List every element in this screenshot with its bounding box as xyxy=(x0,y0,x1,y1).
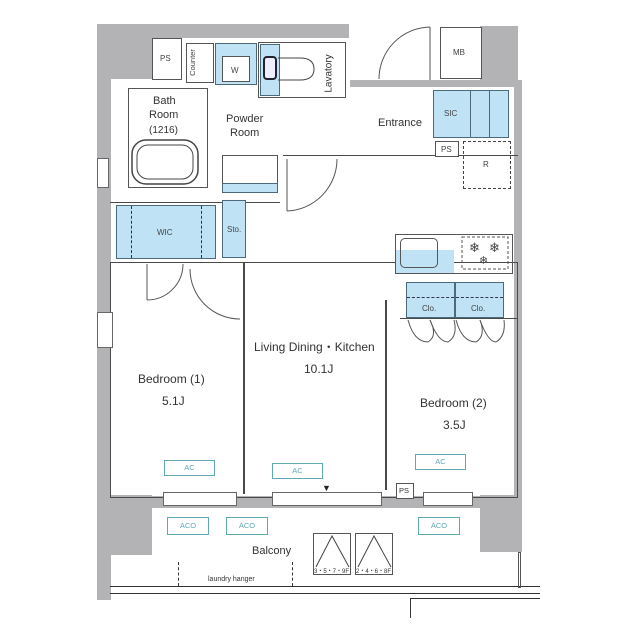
ps-balcony: PS xyxy=(396,483,414,499)
ldk-size: 10.1J xyxy=(304,362,334,376)
toilet-icon xyxy=(263,56,315,81)
vanity-counter xyxy=(222,183,278,193)
storage-label: Sto. xyxy=(227,225,242,234)
closet-bedroom2-2: Clo. xyxy=(455,282,504,318)
mb-label: MB xyxy=(453,48,465,57)
washer: W xyxy=(215,43,257,85)
window-ldk xyxy=(272,492,382,506)
column-top-right xyxy=(480,26,518,81)
laundry-hanger-left xyxy=(178,562,179,586)
front-door-icon xyxy=(378,26,431,80)
closet1-label: Clo. xyxy=(422,304,437,313)
partition-wet-area xyxy=(110,202,280,203)
lavatory-label: Lavatory xyxy=(323,54,335,93)
wic-label: WIC xyxy=(157,228,173,237)
bathtub-icon xyxy=(131,139,199,185)
window-left-lower xyxy=(97,312,113,348)
window-bedroom2 xyxy=(423,492,473,506)
closet2-label: Clo. xyxy=(471,304,486,313)
window-left-upper xyxy=(97,158,109,188)
aco-3: ACO xyxy=(418,517,460,535)
aco-1: ACO xyxy=(167,517,209,535)
bath-label-3: (1216) xyxy=(149,125,178,136)
powder-label-2: Room xyxy=(230,127,260,139)
laundry-hanger-right xyxy=(292,562,293,586)
sink-basin xyxy=(400,238,438,268)
partition-bed1-ldk xyxy=(243,262,245,494)
bedroom2-name: Bedroom (2) xyxy=(420,396,487,410)
hatch2-label: 2・4・6・8F xyxy=(356,569,392,575)
bedroom2-size: 3.5J xyxy=(443,418,466,432)
refrigerator-label: R xyxy=(483,160,489,169)
outer-wall-top xyxy=(97,24,349,38)
ps-entrance: PS xyxy=(435,141,459,157)
bath-label-1: Bath xyxy=(153,95,176,107)
bath-room xyxy=(128,88,208,188)
wic-door-icon xyxy=(146,263,184,301)
partition-bed2-top xyxy=(400,318,518,319)
refrigerator-space: R xyxy=(463,141,511,189)
balcony-edge xyxy=(410,598,540,618)
sic-closet: SIC xyxy=(433,90,509,138)
kitchen-counter xyxy=(395,234,513,274)
ps-balcony-label: PS xyxy=(399,486,410,495)
wall-top-right-strip xyxy=(350,80,520,87)
evacuation-hatch-1: 3・5・7・9F xyxy=(313,533,351,575)
counter: Counter xyxy=(186,43,214,83)
outer-wall-right xyxy=(514,80,522,500)
bedroom1-name: Bedroom (1) xyxy=(138,372,205,386)
svg-text:❄: ❄ xyxy=(469,240,480,255)
aco-2: ACO xyxy=(226,517,268,535)
ldk-name: Living Dining・Kitchen xyxy=(254,340,375,354)
powder-label-1: Powder xyxy=(226,113,264,125)
balcony-divider xyxy=(518,552,521,588)
hatch1-label: 3・5・7・9F xyxy=(314,569,350,575)
window-bedroom1 xyxy=(163,492,237,506)
washer-label: W xyxy=(231,66,239,75)
ps-top: PS xyxy=(152,38,182,80)
ac-ldk: AC xyxy=(272,463,323,479)
storage-closet: Sto. xyxy=(222,200,246,258)
sic-label: SIC xyxy=(444,109,458,118)
ps-top-label: PS xyxy=(160,54,171,63)
closet-bedroom2-1: Clo. xyxy=(406,282,455,318)
entrance-label: Entrance xyxy=(378,117,423,129)
ac-bedroom1: AC xyxy=(164,460,215,476)
ps-entrance-label: PS xyxy=(441,145,452,154)
wall-top-left-block xyxy=(97,24,152,79)
balcony-rail xyxy=(110,586,540,594)
svg-text:❄: ❄ xyxy=(479,255,488,267)
svg-text:❄: ❄ xyxy=(489,240,500,255)
counter-label: Counter xyxy=(187,49,197,76)
wic-closet: WIC xyxy=(116,205,216,259)
balcony-label: Balcony xyxy=(252,545,292,557)
bedroom1-size: 5.1J xyxy=(162,394,185,408)
lavatory-outline xyxy=(258,42,346,98)
stove-icon: ❄ ❄ ❄ xyxy=(461,236,509,270)
ac-bedroom2: AC xyxy=(415,454,466,470)
entry-marker-icon: ▼ xyxy=(322,483,331,493)
closet-doors-icon xyxy=(407,319,505,343)
partition-entrance xyxy=(283,155,518,156)
evacuation-hatch-2: 2・4・6・8F xyxy=(355,533,393,575)
bedroom1-door-icon xyxy=(189,268,241,320)
mb-box: MB xyxy=(440,27,482,79)
ldk-door-icon xyxy=(286,158,338,212)
bath-label-2: Room xyxy=(149,109,179,121)
laundry-hanger-label: laundry hanger xyxy=(208,576,255,583)
partition-ldk-bed2 xyxy=(385,300,387,490)
